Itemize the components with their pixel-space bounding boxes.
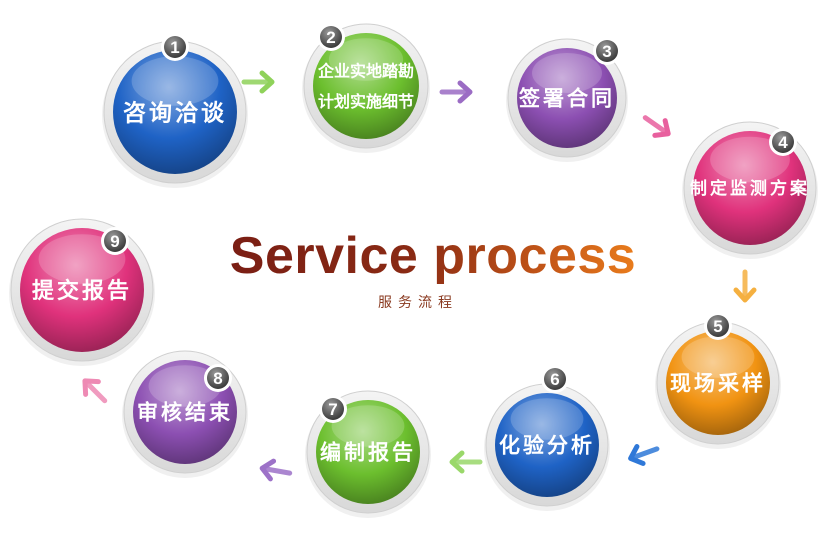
step-number-badge: 7 — [319, 395, 347, 423]
flow-arrow-icon — [439, 80, 473, 104]
diagram-title: Service process — [229, 227, 637, 285]
step-disk — [316, 400, 420, 504]
diagram-subtitle: 服务流程 — [378, 295, 458, 311]
step-number-badge: 5 — [704, 312, 732, 340]
process-step-9: 提交报告 9 — [9, 218, 155, 366]
flow-arrow-icon — [642, 115, 671, 138]
step-disk — [666, 331, 770, 435]
flow-arrow-icon — [628, 444, 660, 466]
step-number: 2 — [326, 28, 335, 47]
process-step-5: 现场采样 5 — [655, 312, 781, 449]
step-number: 9 — [110, 232, 119, 251]
step-disk — [495, 393, 599, 497]
process-step-6: 化验分析 6 — [484, 365, 610, 511]
process-step-3: 签署合同 3 — [506, 37, 628, 162]
step-disk — [20, 228, 144, 352]
flow-arrow-icon — [449, 450, 483, 474]
step-number-badge: 8 — [204, 364, 232, 392]
step-label: 企业实地踏勘 — [317, 62, 414, 81]
step-label: 咨询洽谈 — [123, 99, 227, 126]
step-label: 化验分析 — [499, 434, 595, 458]
step-number: 6 — [550, 370, 559, 389]
step-disk — [517, 48, 617, 148]
flow-arrow-icon — [259, 458, 293, 482]
step-label: 制定监测方案 — [690, 178, 810, 199]
step-disk — [113, 50, 237, 174]
process-step-8: 审核结束 8 — [122, 350, 248, 478]
step-label: 签署合同 — [518, 87, 615, 111]
process-step-1: 咨询洽谈 1 — [102, 33, 248, 188]
step-disk — [693, 131, 807, 245]
step-label: 提交报告 — [32, 278, 132, 304]
step-number-badge: 9 — [101, 227, 129, 255]
flow-arrow-icon — [241, 70, 275, 94]
step-number: 7 — [328, 400, 337, 419]
step-label: 编制报告 — [320, 441, 416, 465]
step-number: 5 — [713, 317, 722, 336]
step-number-badge: 3 — [593, 37, 621, 65]
step-number-badge: 2 — [317, 23, 345, 51]
step-label: 现场采样 — [670, 372, 766, 396]
step-number-badge: 4 — [769, 128, 797, 156]
process-step-4: 制定监测方案 4 — [682, 121, 818, 259]
step-number: 4 — [778, 133, 788, 152]
step-number: 1 — [170, 38, 179, 57]
step-disk — [313, 33, 419, 139]
step-number-badge: 1 — [161, 33, 189, 61]
step-label: 审核结束 — [137, 401, 233, 425]
step-label: 计划实施细节 — [318, 92, 414, 111]
flow-arrow-icon — [733, 269, 757, 303]
step-number: 3 — [602, 42, 611, 61]
step-number-badge: 6 — [541, 365, 569, 393]
process-step-7: 编制报告 7 — [305, 390, 431, 518]
flow-arrow-icon — [82, 378, 108, 404]
step-number: 8 — [213, 369, 222, 388]
